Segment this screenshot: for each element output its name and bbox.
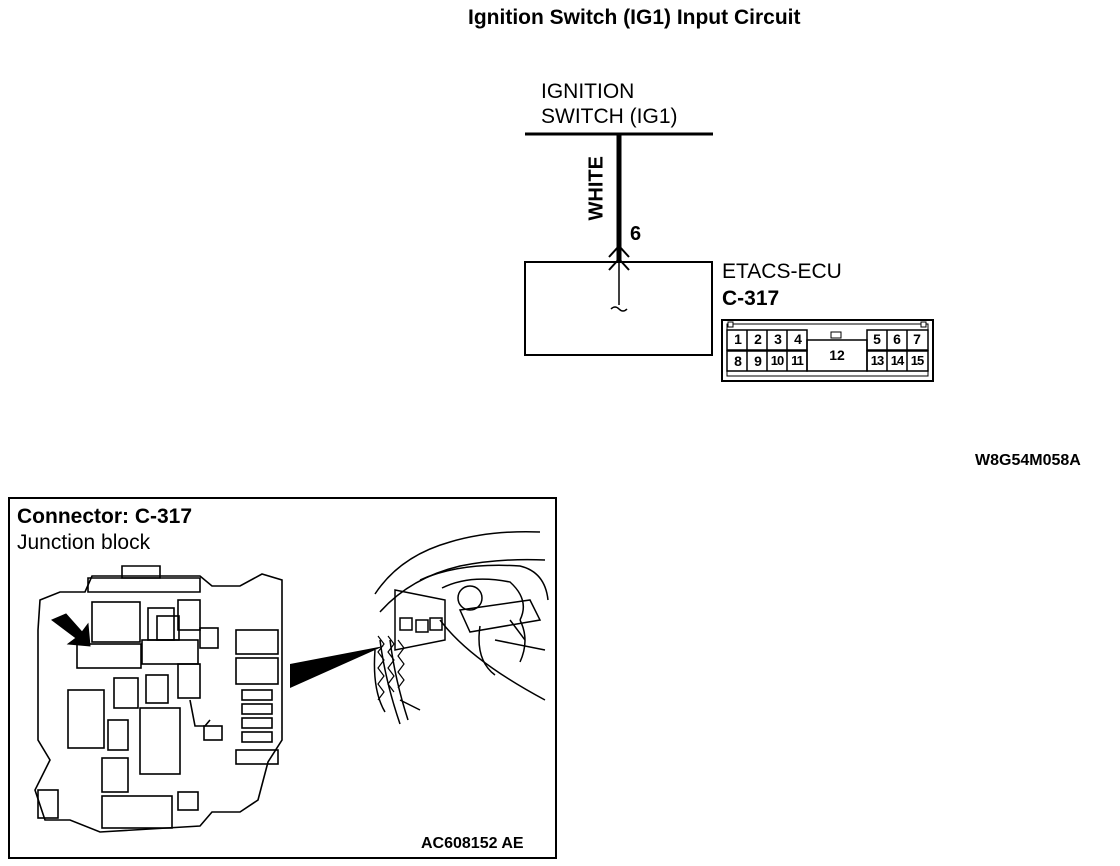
pin-6: 6: [893, 331, 901, 347]
callout-wedge: [290, 646, 384, 688]
terminal-6-arrow-inner: [608, 257, 630, 271]
pin-7: 7: [913, 331, 921, 347]
ecu-name: ETACS-ECU: [722, 260, 842, 283]
ecu-ground-tilde: [610, 306, 628, 312]
ignition-switch-label-line2: SWITCH (IG1): [541, 105, 678, 128]
pin-1: 1: [734, 331, 742, 347]
dashboard-illustration: [373, 530, 549, 725]
pin-2: 2: [754, 331, 762, 347]
pin-14: 14: [890, 353, 904, 368]
pin-3: 3: [774, 331, 782, 347]
location-panel-frame: [8, 497, 557, 859]
diagram-title: Ignition Switch (IG1) Input Circuit: [468, 6, 801, 29]
pin-12: 12: [829, 347, 845, 363]
pin-15: 15: [910, 353, 924, 368]
connector-c317-face: [721, 319, 934, 382]
location-label: Junction block: [17, 531, 151, 554]
pin-5: 5: [873, 331, 881, 347]
diagram-code: W8G54M058A: [975, 452, 1081, 469]
wire-harness: [377, 635, 405, 701]
ignition-switch-label-line1: IGNITION: [541, 80, 635, 103]
junction-block-illustration: [34, 565, 283, 833]
pin-10: 10: [770, 353, 784, 368]
pin-11: 11: [791, 353, 804, 368]
pin-9: 9: [754, 353, 762, 369]
connector-id: C-317: [722, 287, 780, 310]
figure-code: AC608152 AE: [421, 835, 524, 852]
connector-pointer-arrow: [51, 613, 91, 647]
terminal-number: 6: [630, 223, 642, 245]
pin-13: 13: [870, 353, 884, 368]
pin-4: 4: [794, 331, 802, 347]
connector-label: Connector: C-317: [17, 505, 193, 528]
terminal-6-arrow: [608, 244, 630, 258]
wire-color-label: WHITE: [585, 156, 608, 221]
pin-8: 8: [734, 353, 742, 369]
